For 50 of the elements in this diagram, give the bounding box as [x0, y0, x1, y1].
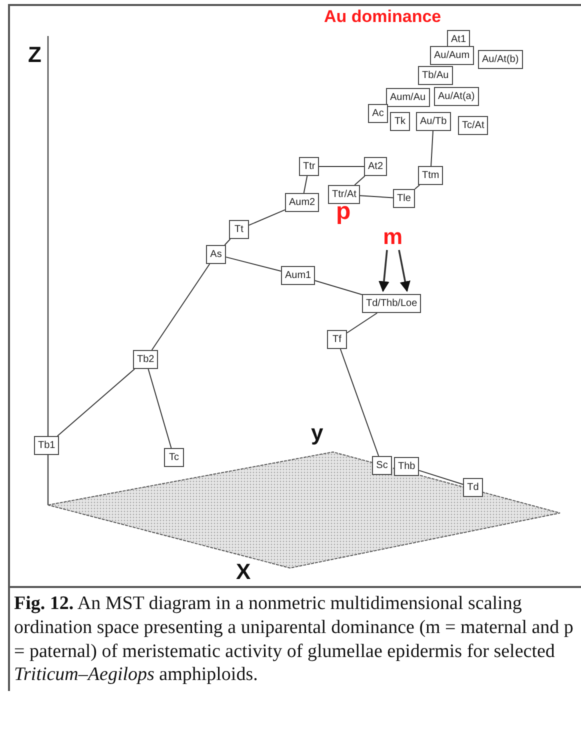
- connector-line: [148, 368, 172, 448]
- connector-line: [418, 470, 464, 485]
- arrow: [398, 250, 410, 292]
- connector-line: [303, 176, 308, 194]
- node-box: Tf: [327, 330, 347, 349]
- node-box: Tc/At: [458, 116, 488, 135]
- node-box: Aum1: [281, 266, 316, 285]
- node-box: Au/At(a): [434, 87, 479, 106]
- node-box: Tb/Au: [418, 66, 453, 85]
- connector-line: [151, 264, 210, 350]
- node-box: At2: [364, 157, 388, 176]
- node-box: Au/Tb: [416, 112, 451, 131]
- node-box: Aum/Au: [386, 88, 430, 107]
- connector-line: [56, 368, 136, 436]
- connector-line: [318, 166, 364, 167]
- connector-line: [360, 195, 394, 198]
- arrow: [378, 250, 390, 292]
- connector-line: [354, 176, 366, 186]
- annotation-label: Au dominance: [324, 8, 442, 25]
- connector-line: [414, 184, 420, 190]
- figure-caption: Fig. 12. An MST diagram in a nonmetric multidimensional scaling ordination space presenting a uniparental dominance (m = maternal and p = paternal) of meristematic activity of glumellae epidermis for selected Triticum–Aegilops amphiploids.: [8, 586, 581, 691]
- node-box: Tle: [393, 189, 415, 208]
- node-box: Tb1: [34, 436, 60, 455]
- node-box: Tk: [390, 112, 410, 131]
- node-box: Tb2: [133, 350, 158, 369]
- node-box: Au/At(b): [478, 50, 523, 69]
- node-box: Aum2: [285, 193, 320, 212]
- node-box: Ac: [368, 104, 388, 123]
- node-box: Ttr/At: [328, 185, 360, 204]
- connector-line: [430, 130, 434, 166]
- axis-label: X: [236, 561, 251, 583]
- connector-line: [224, 238, 231, 246]
- node-box: Au/Aum: [430, 46, 474, 65]
- connector-line: [340, 348, 380, 456]
- node-box: Tc: [164, 448, 184, 467]
- node-box: Thb: [394, 457, 420, 476]
- connector-line: [346, 312, 378, 334]
- connector-line: [226, 256, 282, 272]
- axis-label: y: [311, 422, 324, 444]
- node-box: Ttr: [299, 157, 320, 176]
- annotation-mark: m: [381, 226, 405, 248]
- node-box: Sc: [372, 456, 392, 475]
- axis-label: Z: [28, 44, 42, 66]
- node-box: Td/Thb/Loe: [362, 294, 422, 313]
- node-box: Ttm: [418, 166, 444, 185]
- connector-line: [314, 280, 362, 296]
- node-box: As: [206, 245, 226, 264]
- node-box: Td: [463, 478, 483, 497]
- node-box: Tt: [229, 220, 249, 239]
- connector-line: [248, 209, 286, 226]
